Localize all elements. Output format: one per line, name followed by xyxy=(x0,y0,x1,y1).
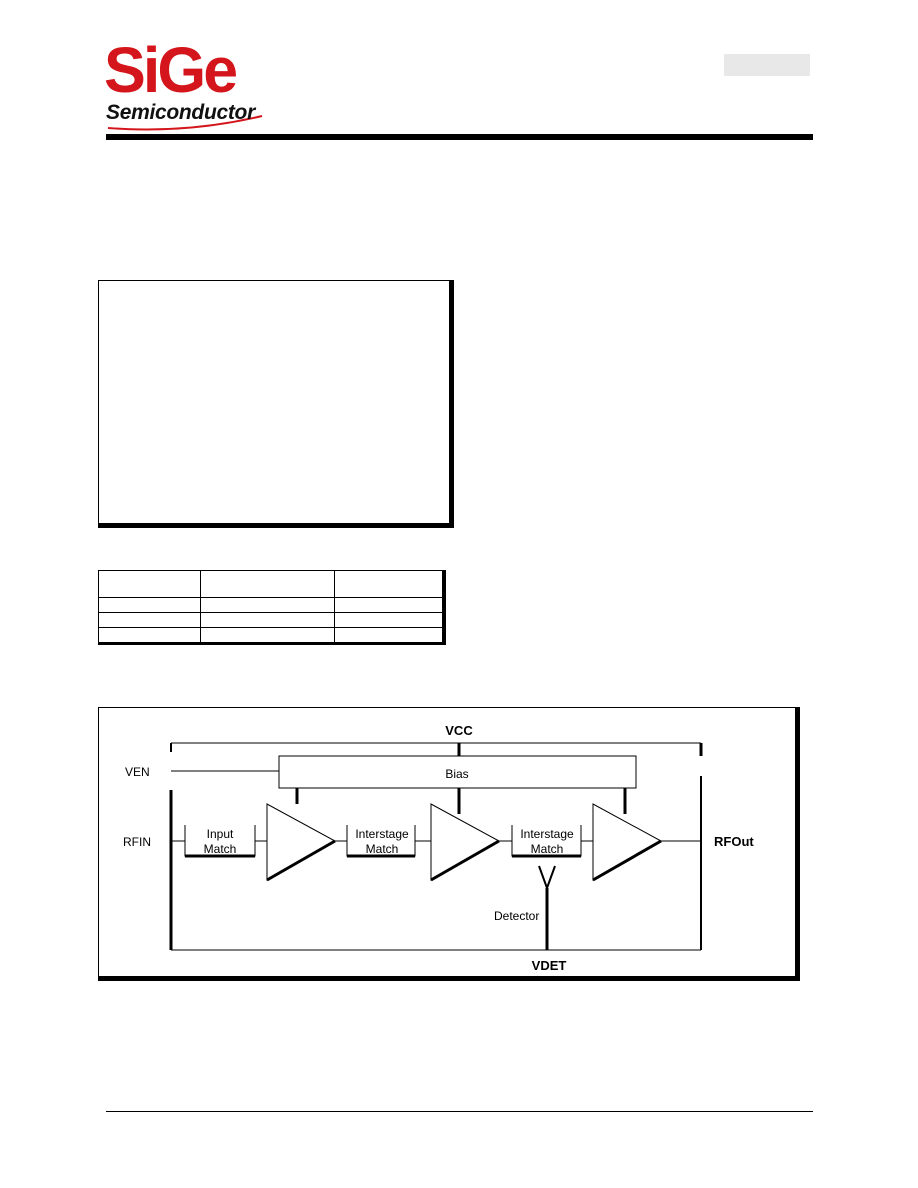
input-match-label-1: Input xyxy=(207,827,234,841)
table-cell xyxy=(334,570,445,598)
block-diagram-svg: Bias Input Match Interstage Match xyxy=(123,723,754,973)
bias-label: Bias xyxy=(445,767,468,781)
logo-tagline: Semiconductor xyxy=(106,101,255,124)
table-cell xyxy=(200,627,336,644)
table-row xyxy=(97,612,445,628)
header-rule xyxy=(106,134,813,140)
vdet-label: VDET xyxy=(532,958,567,973)
interstage-2-label-1: Interstage xyxy=(520,827,574,841)
input-match-label-2: Match xyxy=(204,842,237,856)
detector-icon xyxy=(538,865,556,891)
table-row xyxy=(97,627,445,644)
interstage-1-label-2: Match xyxy=(366,842,399,856)
table-cell xyxy=(97,627,202,644)
bias-block xyxy=(278,755,637,789)
table-cell xyxy=(334,612,445,628)
amplifier-3-icon xyxy=(592,803,663,881)
amplifier-1-icon xyxy=(266,803,337,881)
table-cell xyxy=(97,612,202,628)
table-header-row xyxy=(97,570,445,598)
interstage-1-label-1: Interstage xyxy=(355,827,409,841)
table-cell xyxy=(200,570,336,598)
rfin-label: RFIN xyxy=(123,835,151,849)
features-box xyxy=(98,280,454,528)
logo-swoosh-icon xyxy=(107,115,263,131)
ven-label: VEN xyxy=(125,765,150,779)
document-tag-box xyxy=(724,54,810,76)
table-row xyxy=(97,597,445,613)
logo-wordmark: SiGe xyxy=(104,34,238,106)
detector-label: Detector xyxy=(494,909,539,923)
ordering-table xyxy=(97,570,446,645)
rfout-label: RFOut xyxy=(714,834,754,849)
table-cell xyxy=(334,597,445,613)
footer-rule xyxy=(106,1111,813,1112)
interstage-2-label-2: Match xyxy=(531,842,564,856)
table-cell xyxy=(200,597,336,613)
table-cell xyxy=(200,612,336,628)
table-cell xyxy=(97,597,202,613)
table-cell xyxy=(334,627,445,644)
amplifier-2-icon xyxy=(430,803,501,881)
block-diagram: Bias Input Match Interstage Match xyxy=(98,707,800,981)
vcc-label: VCC xyxy=(445,723,473,738)
table-cell xyxy=(97,570,202,598)
